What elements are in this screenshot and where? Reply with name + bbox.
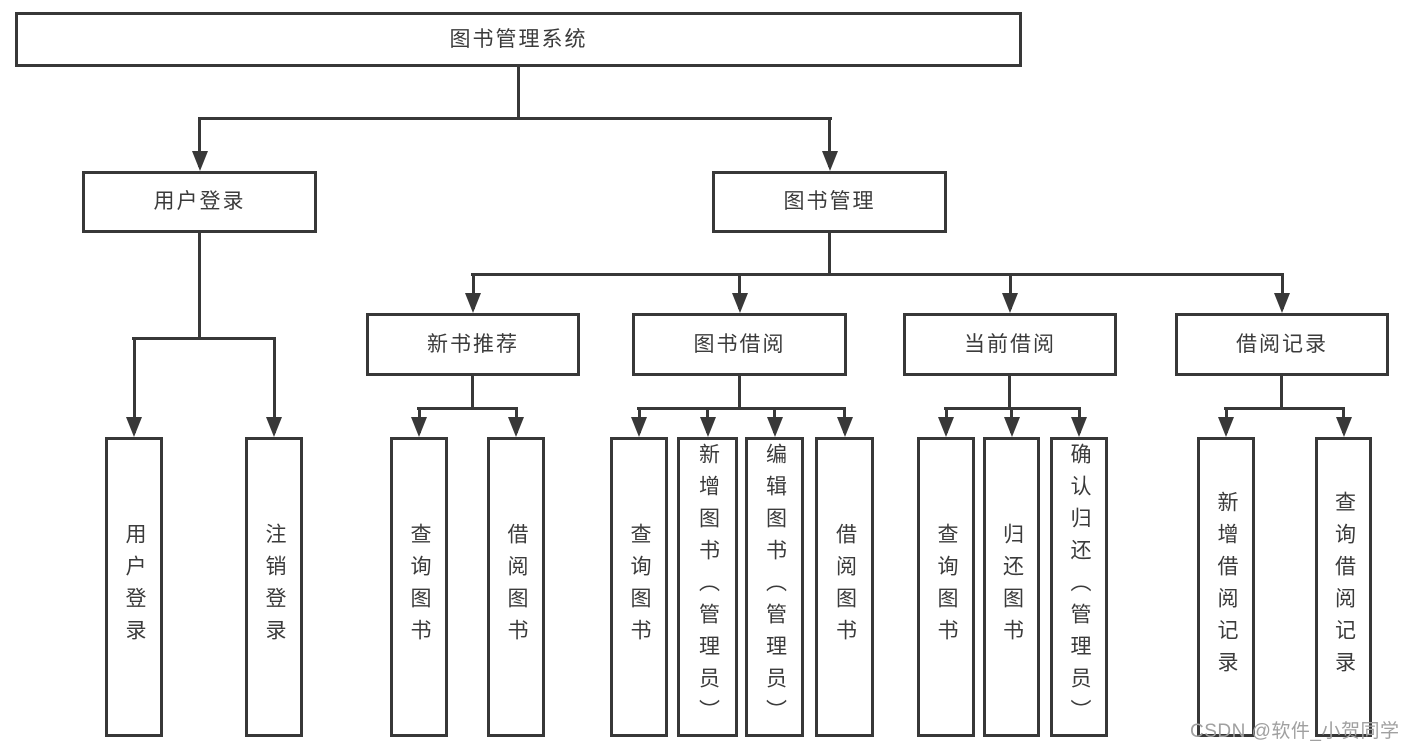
arrow-down-icon: [938, 417, 954, 437]
connector-line: [471, 273, 475, 309]
connector-line: [828, 117, 831, 167]
connector-line: [1008, 273, 1012, 309]
node-current-borrowing-label: 当前借阅: [964, 332, 1056, 356]
leaf-return-book-label: 归还图书: [1000, 523, 1024, 651]
connector-line: [1224, 407, 1345, 410]
arrow-down-icon: [631, 417, 647, 437]
arrow-down-icon: [126, 417, 142, 437]
node-borrowing-records: 借阅记录: [1175, 313, 1389, 376]
leaf-borrow-books-recommend: 借阅图书: [487, 437, 545, 737]
connector-line: [828, 233, 831, 276]
node-book-management-label: 图书管理: [783, 190, 876, 214]
connector-line: [198, 117, 832, 120]
connector-line: [1008, 376, 1011, 410]
connector-line: [272, 337, 276, 433]
connector-line: [132, 337, 276, 340]
arrow-down-icon: [508, 417, 524, 437]
leaf-borrow-books-label: 借阅图书: [833, 523, 857, 651]
connector-line: [1280, 273, 1284, 309]
node-book-borrowing-label: 图书借阅: [693, 332, 786, 356]
node-current-borrowing: 当前借阅: [903, 313, 1117, 376]
leaf-query-books-borrowing: 查询图书: [610, 437, 668, 737]
arrow-down-icon: [1218, 417, 1234, 437]
connector-line: [517, 67, 520, 120]
node-new-book-recommend-label: 新书推荐: [427, 332, 519, 356]
node-user-login: 用户登录: [82, 171, 317, 233]
leaf-query-books-recommend-label: 查询图书: [408, 523, 431, 651]
leaf-logout: 注销登录: [245, 437, 303, 737]
node-user-login-label: 用户登录: [153, 190, 246, 214]
leaf-add-book-admin-label: 新增图书（管理员）: [696, 443, 720, 731]
leaf-user-login-label: 用户登录: [123, 523, 146, 651]
node-root: 图书管理系统: [15, 12, 1022, 67]
leaf-return-book: 归还图书: [983, 437, 1040, 737]
connector-line: [198, 117, 201, 167]
arrow-down-icon: [1274, 293, 1290, 313]
arrow-down-icon: [731, 293, 748, 313]
arrow-down-icon: [191, 151, 208, 171]
leaf-borrow-books-recommend-label: 借阅图书: [505, 523, 528, 651]
connector-line: [471, 376, 474, 410]
node-borrowing-records-label: 借阅记录: [1236, 332, 1328, 356]
leaf-logout-label: 注销登录: [263, 523, 286, 651]
arrow-down-icon: [266, 417, 282, 437]
node-new-book-recommend: 新书推荐: [366, 313, 580, 376]
connector-line: [738, 376, 741, 410]
arrow-down-icon: [411, 417, 427, 437]
arrow-down-icon: [1071, 417, 1087, 437]
connector-line: [471, 273, 1284, 276]
arrow-down-icon: [766, 417, 783, 437]
arrow-down-icon: [1002, 293, 1018, 313]
connector-line: [132, 337, 136, 433]
leaf-query-books-borrowing-label: 查询图书: [628, 523, 651, 651]
leaf-edit-book-admin-label: 编辑图书（管理员）: [763, 443, 787, 731]
leaf-add-book-admin: 新增图书（管理员）: [677, 437, 738, 737]
leaf-query-borrow-record: 查询借阅记录: [1315, 437, 1372, 737]
leaf-add-borrow-record-label: 新增借阅记录: [1215, 491, 1238, 683]
arrow-down-icon: [821, 151, 838, 171]
node-book-borrowing: 图书借阅: [632, 313, 847, 376]
leaf-user-login: 用户登录: [105, 437, 163, 737]
arrow-down-icon: [465, 293, 481, 313]
node-book-management: 图书管理: [712, 171, 947, 233]
leaf-edit-book-admin: 编辑图书（管理员）: [745, 437, 804, 737]
leaf-confirm-return-admin-label: 确认归还（管理员）: [1068, 443, 1091, 731]
connector-line: [1280, 376, 1283, 410]
leaf-query-borrow-record-label: 查询借阅记录: [1332, 491, 1356, 683]
leaf-query-books-recommend: 查询图书: [390, 437, 448, 737]
connector-line: [417, 407, 518, 410]
leaf-add-borrow-record: 新增借阅记录: [1197, 437, 1255, 737]
leaf-query-books-current-label: 查询图书: [935, 523, 958, 651]
connector-line: [198, 233, 201, 340]
leaf-query-books-current: 查询图书: [917, 437, 975, 737]
arrow-down-icon: [836, 417, 853, 437]
connector-line: [637, 407, 846, 410]
leaf-borrow-books: 借阅图书: [815, 437, 874, 737]
node-root-label: 图书管理系统: [449, 27, 588, 51]
watermark: CSDN @软件_小贺同学: [1190, 721, 1400, 742]
leaf-confirm-return-admin: 确认归还（管理员）: [1050, 437, 1108, 737]
arrow-down-icon: [1335, 417, 1352, 437]
arrow-down-icon: [1003, 417, 1020, 437]
arrow-down-icon: [699, 417, 716, 437]
connector-line: [738, 273, 741, 309]
